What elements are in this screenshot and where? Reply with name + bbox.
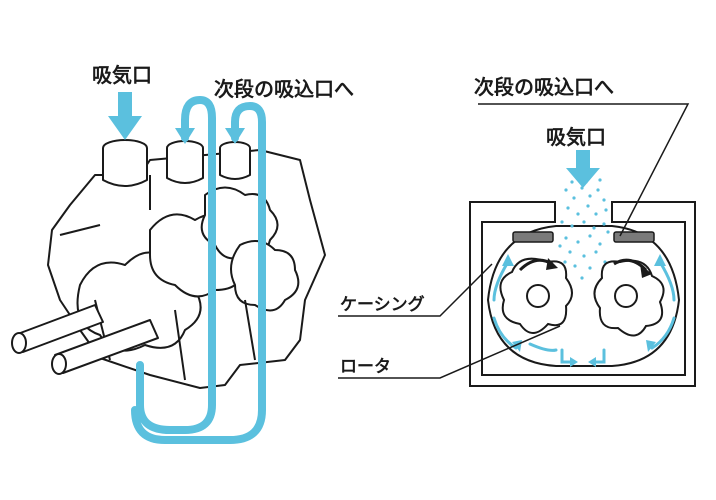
multistage-pump-illustration xyxy=(11,139,326,389)
left-intake-label: 吸気口 xyxy=(92,63,152,87)
left-next-stage-label: 次段の吸込口へ xyxy=(214,77,354,101)
casing-label: ケーシング xyxy=(340,294,425,315)
cross-section xyxy=(338,103,696,387)
right-intake-label: 吸気口 xyxy=(546,125,606,149)
rotor-leader xyxy=(338,325,561,379)
inlet-cylinders xyxy=(102,139,251,187)
left-seal xyxy=(512,231,554,243)
flow-loop-stage1 xyxy=(136,95,216,434)
right-next-stage-label: 次段の吸込口へ xyxy=(474,75,614,99)
next-stage-leader xyxy=(478,103,690,237)
left-intake-arrow xyxy=(108,92,142,140)
flow-loop-stage2 xyxy=(131,101,266,444)
right-rotor xyxy=(593,259,665,337)
casing-leader xyxy=(338,263,493,317)
casing-frame xyxy=(469,201,696,387)
internal-rotors xyxy=(76,186,300,352)
intake-particles xyxy=(558,178,610,280)
leader-lines xyxy=(338,103,690,379)
rotation-arrowheads xyxy=(546,258,652,278)
left-rotor xyxy=(499,257,573,334)
left-flow-lines xyxy=(131,95,266,444)
right-seal xyxy=(613,231,655,243)
shafts xyxy=(11,304,159,375)
rotor-label: ロータ xyxy=(340,357,391,377)
left-flow-arrowheads xyxy=(175,128,245,144)
right-intake-arrow xyxy=(566,150,600,188)
